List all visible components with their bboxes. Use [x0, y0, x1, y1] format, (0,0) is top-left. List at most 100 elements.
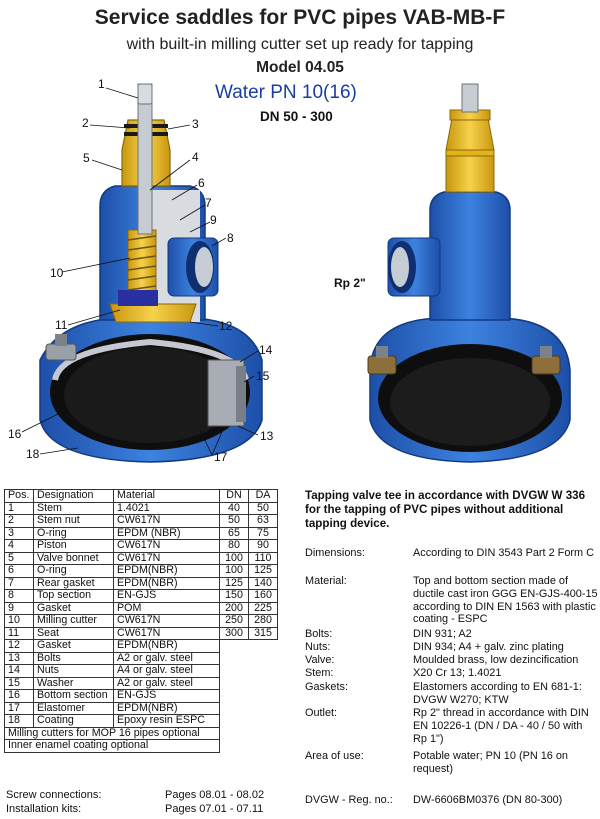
table-cell: 40 — [219, 501, 249, 515]
table-cell: Bottom section — [33, 689, 114, 703]
spec-value: Potable water; PN 10 (PN 16 on request) — [413, 750, 568, 775]
model-number: Model 04.05 — [256, 59, 344, 76]
table-cell: EPDM(NBR) — [113, 639, 220, 653]
table-cell: 315 — [248, 626, 278, 640]
table-cell: 13 — [4, 651, 34, 665]
callout-15: 15 — [256, 369, 270, 383]
table-cell: Seat — [33, 626, 114, 640]
table-cell: 11 — [4, 626, 34, 640]
table-cell: Nuts — [33, 664, 114, 678]
table-cell: A2 or galv. steel — [113, 676, 220, 690]
spec-label: Gaskets: — [305, 681, 348, 693]
table-cell: 3 — [4, 526, 34, 540]
page-title: Service saddles for PVC pipes VAB-MB-F — [94, 6, 506, 29]
table-cell: 9 — [4, 601, 34, 615]
table-cell: EN-GJS — [113, 689, 220, 703]
callout-6: 6 — [198, 176, 205, 190]
spec-label: Material: — [305, 575, 347, 587]
col-header: Material — [113, 489, 220, 503]
empty-cell — [220, 715, 278, 728]
spec-value: Elastomers according to EN 681-1: DVGW W… — [413, 681, 582, 706]
callout-7: 7 — [205, 196, 212, 210]
table-cell: EPDM(NBR) — [113, 701, 220, 715]
table-cell: 15 — [4, 676, 34, 690]
spec-value: According to DIN 3543 Part 2 Form C — [413, 547, 594, 559]
table-cell: 1 — [4, 501, 34, 515]
spec-label: Stem: — [305, 667, 334, 679]
table-cell: CW617N — [113, 514, 220, 528]
table-cell: 63 — [248, 514, 278, 528]
spec-label: Nuts: — [305, 641, 331, 653]
table-cell: Valve bonnet — [33, 551, 114, 565]
screw-label: Screw connections: — [6, 789, 102, 801]
spec-value: Moulded brass, low dezincification — [413, 654, 579, 666]
spec-label: Valve: — [305, 654, 335, 666]
callout-13: 13 — [260, 429, 274, 443]
exterior-view — [367, 83, 571, 463]
reg-label: DVGW - Reg. no.: — [305, 794, 393, 806]
table-cell: 8 — [4, 589, 34, 603]
outlet-thread-label: Rp 2" — [334, 276, 366, 290]
table-cell: 4 — [4, 539, 34, 553]
sectional-view — [21, 83, 263, 463]
table-cell: 200 — [219, 601, 249, 615]
callout-4: 4 — [192, 150, 199, 164]
table-cell: 6 — [4, 564, 34, 578]
table-header-row: Pos. Designation Material DN DA — [4, 489, 278, 503]
callout-3: 3 — [192, 117, 199, 131]
spec-value: DIN 934; A4 + galv. zinc plating — [413, 641, 564, 653]
table-cell: Coating — [33, 714, 114, 728]
table-cell: 14 — [4, 664, 34, 678]
table-cell: 10 — [4, 614, 34, 628]
table-cell: 280 — [248, 614, 278, 628]
table-cell: Elastomer — [33, 701, 114, 715]
table-cell: 75 — [248, 526, 278, 540]
table-note-row: Inner enamel coating optional — [4, 739, 278, 753]
spec-label: Area of use: — [305, 750, 364, 762]
table-cell: Piston — [33, 539, 114, 553]
stem — [137, 83, 153, 235]
callout-11: 11 — [55, 318, 68, 332]
table-cell: 225 — [248, 601, 278, 615]
empty-cell — [220, 652, 278, 665]
callout-2: 2 — [82, 116, 89, 130]
page-subtitle: with built-in milling cutter set up read… — [126, 36, 474, 53]
table-cell: 65 — [219, 526, 249, 540]
empty-cell — [220, 665, 278, 678]
table-cell: 2 — [4, 514, 34, 528]
kits-label: Installation kits: — [6, 803, 82, 815]
table-cell: 7 — [4, 576, 34, 590]
reg-value: DW-6606BM0376 (DN 80-300) — [413, 794, 563, 806]
table-cell: Gasket — [33, 639, 114, 653]
table-cell: Stem nut — [33, 514, 114, 528]
table-cell: 80 — [219, 539, 249, 553]
table-note: Milling cutters for MOP 16 pipes optiona… — [4, 726, 220, 740]
spec-label: Bolts: — [305, 628, 333, 640]
empty-cell — [220, 702, 278, 715]
table-cell: Stem — [33, 501, 114, 515]
table-cell: 90 — [248, 539, 278, 553]
table-cell: 160 — [248, 589, 278, 603]
table-cell: CW617N — [113, 551, 220, 565]
empty-cell — [220, 640, 278, 653]
spec-value: DIN 931; A2 — [413, 628, 472, 640]
description-intro: Tapping valve tee in accordance with DVG… — [305, 489, 586, 530]
kits-pages: Pages 07.01 - 07.11 — [165, 803, 264, 815]
table-cell: EPDM(NBR) — [113, 564, 220, 578]
spec-label: Dimensions: — [305, 547, 365, 559]
table-cell: 50 — [248, 501, 278, 515]
empty-cell — [220, 740, 278, 753]
